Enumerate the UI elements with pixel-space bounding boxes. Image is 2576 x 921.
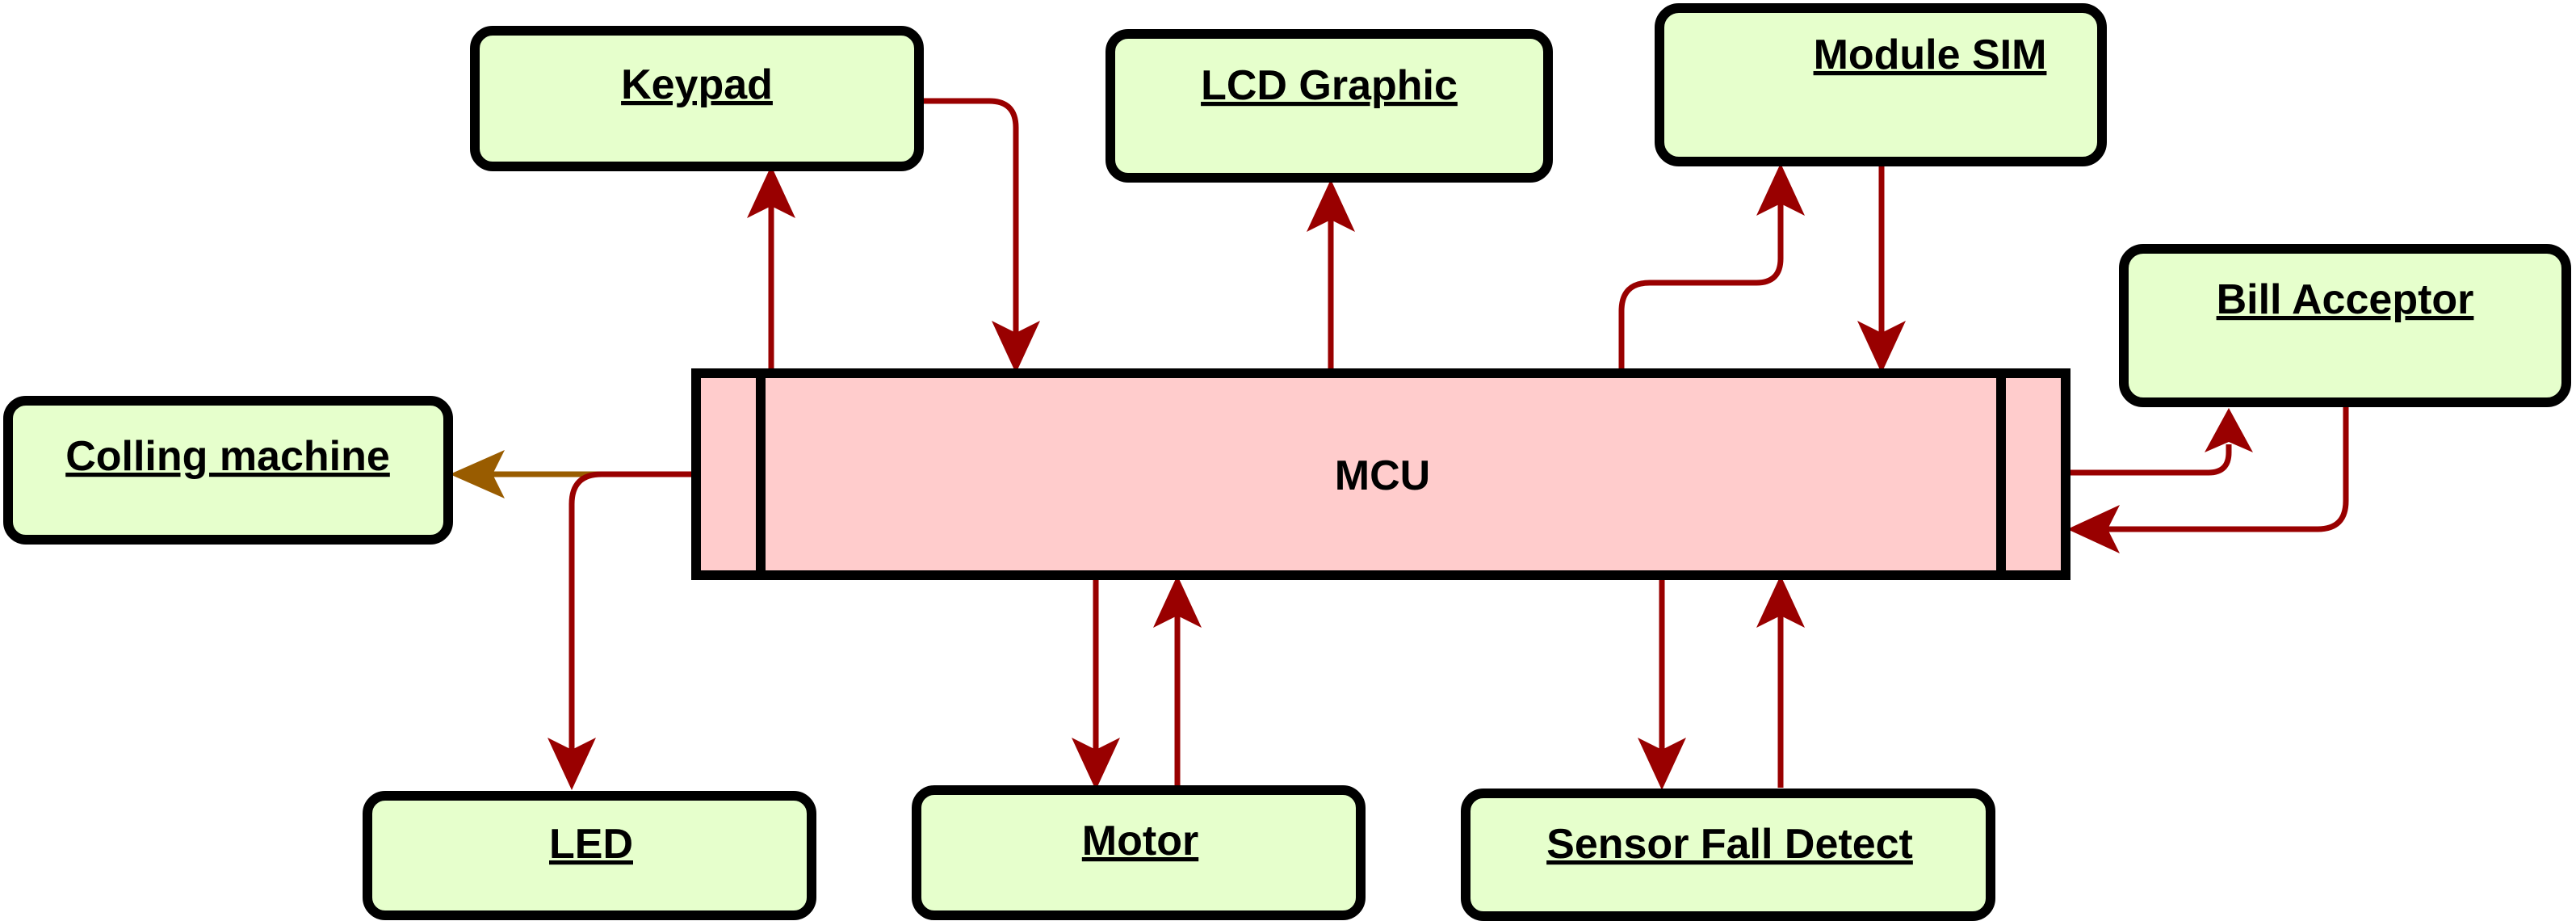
node-motor: Motor [912, 785, 1366, 920]
sim-label: Module SIM [1814, 32, 2047, 78]
cooling-box [3, 396, 453, 545]
arrowhead-keypad [747, 166, 795, 218]
arrowhead-mcu-from-motor [1153, 575, 1202, 628]
mcu-box [691, 368, 2070, 580]
node-bill-acceptor: Bill Acceptor [2119, 244, 2571, 407]
lcd-box [1105, 29, 1553, 183]
arrowhead-mcu-from-keypad [992, 321, 1040, 373]
node-led: LED [363, 791, 816, 920]
sensor-box [1461, 789, 1995, 921]
arrowhead-motor [1072, 738, 1120, 790]
arrowhead-sim [1756, 163, 1805, 216]
motor-label: Motor [1082, 818, 1198, 864]
arrowhead-mcu-from-bill [2067, 505, 2120, 553]
arrowhead-bill [2205, 408, 2253, 452]
arrowhead-cooling [450, 450, 505, 498]
led-label: LED [549, 821, 633, 868]
sim-box [1655, 3, 2107, 166]
keypad-label: Keypad [621, 61, 773, 108]
edge-keypad-to-mcu [919, 98, 1019, 339]
arrowhead-lcd [1307, 179, 1355, 232]
edge-mcu-to-sim [1618, 202, 1784, 372]
bill-label: Bill Acceptor [2217, 276, 2474, 323]
edge-mcu-to-bill [2067, 444, 2232, 476]
node-cooling-machine: Colling machine [3, 396, 453, 545]
arrowhead-mcu-from-sensor [1756, 575, 1805, 628]
edge-mcu-to-led [568, 471, 694, 755]
node-keypad: Keypad [470, 26, 924, 171]
arrowhead-mcu-from-sim [1857, 321, 1906, 373]
motor-box [912, 785, 1366, 920]
lcd-label: LCD Graphic [1201, 62, 1458, 109]
cooling-label: Colling machine [65, 433, 390, 480]
mcu-block: MCU [691, 368, 2070, 580]
connectors [450, 98, 2349, 790]
sensor-label: Sensor Fall Detect [1546, 821, 1913, 868]
arrowhead-led [548, 738, 596, 790]
bill-box [2119, 244, 2571, 407]
led-box [363, 791, 816, 920]
keypad-box [470, 26, 924, 171]
edge-bill-to-mcu [2100, 404, 2349, 532]
arrowhead-sensor [1638, 738, 1686, 790]
node-lcd-graphic: LCD Graphic [1105, 29, 1553, 183]
node-sensor-fall-detect: Sensor Fall Detect [1461, 789, 1995, 921]
node-module-sim: Module SIM [1655, 3, 2107, 166]
mcu-label: MCU [1335, 452, 1430, 499]
